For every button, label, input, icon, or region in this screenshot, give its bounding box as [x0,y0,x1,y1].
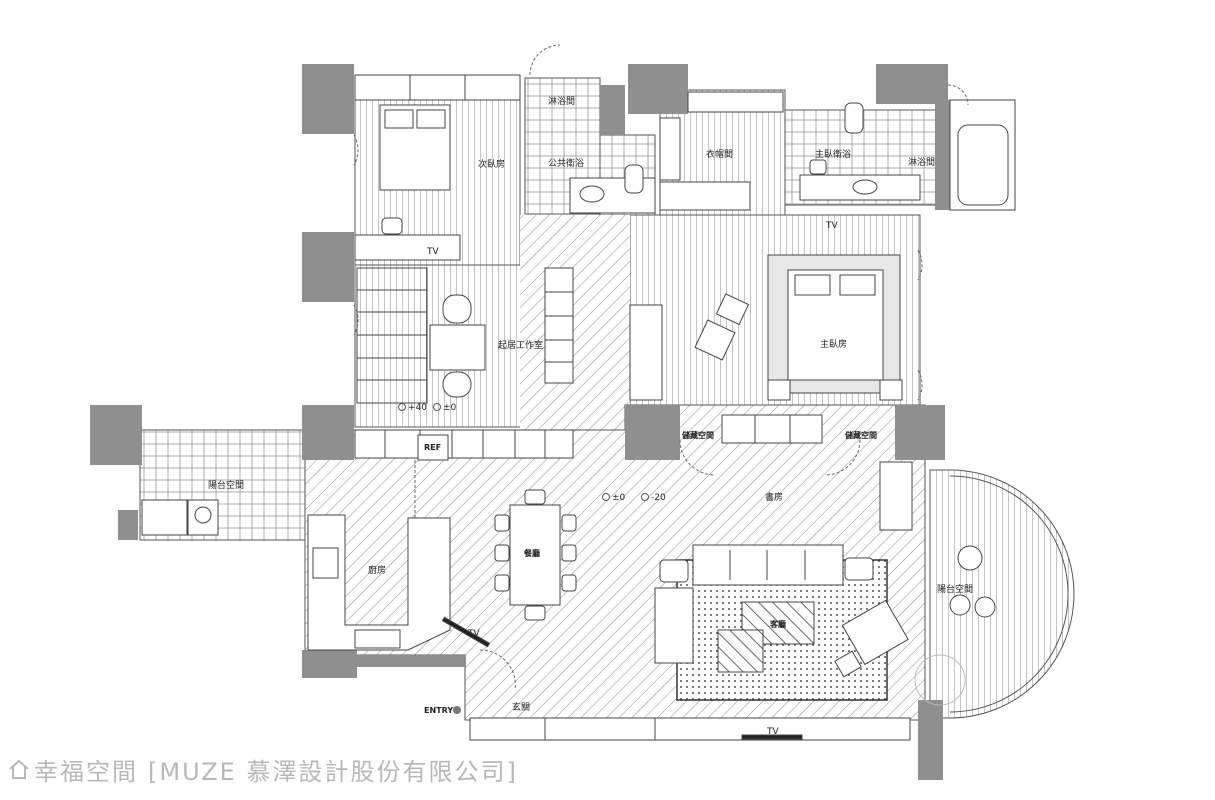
walls [90,64,950,780]
watermark-company: [MUZE 慕澤設計股份有限公司] [148,757,518,786]
room-label-public-bath: 公共衛浴 [548,157,584,169]
level-den-a: ±0 [612,493,626,503]
tv-label-second-bedroom: TV [426,247,439,257]
watermark: 幸福空間 [MUZE 慕澤設計股份有限公司] [8,752,518,786]
entry-marker-icon [453,706,461,714]
tv-label-living: TV [766,727,779,737]
watermark-brand: 幸福空間 [34,757,138,786]
room-label-master-bath: 主臥衛浴 [815,148,851,160]
level-marker-icon [398,403,406,411]
watermark-logo: 幸福空間 [8,752,138,787]
level-marker-icon [641,493,649,501]
room-label-shower-left: 淋浴間 [548,95,575,107]
room-label-shower-right: 淋浴間 [908,156,935,168]
level-study-b: ±0 [443,403,457,413]
level-marker-icon [602,493,610,501]
room-label-foyer: 玄關 [512,701,530,713]
room-label-living: 客廳 [769,619,786,629]
room-label-kitchen: 廚房 [368,564,386,576]
room-labels: 次臥房 淋浴間 公共衛浴 衣帽間 主臥衛浴 淋浴間 起居工作室 主臥房 儲藏空間… [208,95,973,713]
room-label-second-bedroom: 次臥房 [478,158,505,170]
room-label-storage-right: 儲藏空間 [844,430,877,440]
room-label-balcony-left: 陽台空間 [208,479,244,491]
furniture [141,74,1016,741]
entry-label: ENTRY [424,706,453,715]
room-label-wardrobe: 衣帽間 [706,148,733,160]
room-label-balcony-right: 陽台空間 [937,583,973,595]
level-study-a: +40 [408,403,427,413]
level-marker-icon [433,403,441,411]
annotations: TV TV TV TV REF ENTRY +40 ±0 ±0 -20 [398,221,838,737]
house-icon [9,759,29,779]
room-label-den: 書房 [765,491,783,503]
level-den-b: -20 [651,493,666,503]
tv-label-master: TV [825,221,838,231]
floor-fills [139,77,1075,721]
room-label-storage-left: 儲藏空間 [681,430,714,440]
room-label-master-bedroom: 主臥房 [820,338,847,350]
ref-label: REF [424,443,441,452]
tv-label-kitchen: TV [467,629,480,639]
room-label-study: 起居工作室 [498,339,543,351]
room-label-dining: 餐廳 [523,548,540,558]
doors [353,44,969,691]
